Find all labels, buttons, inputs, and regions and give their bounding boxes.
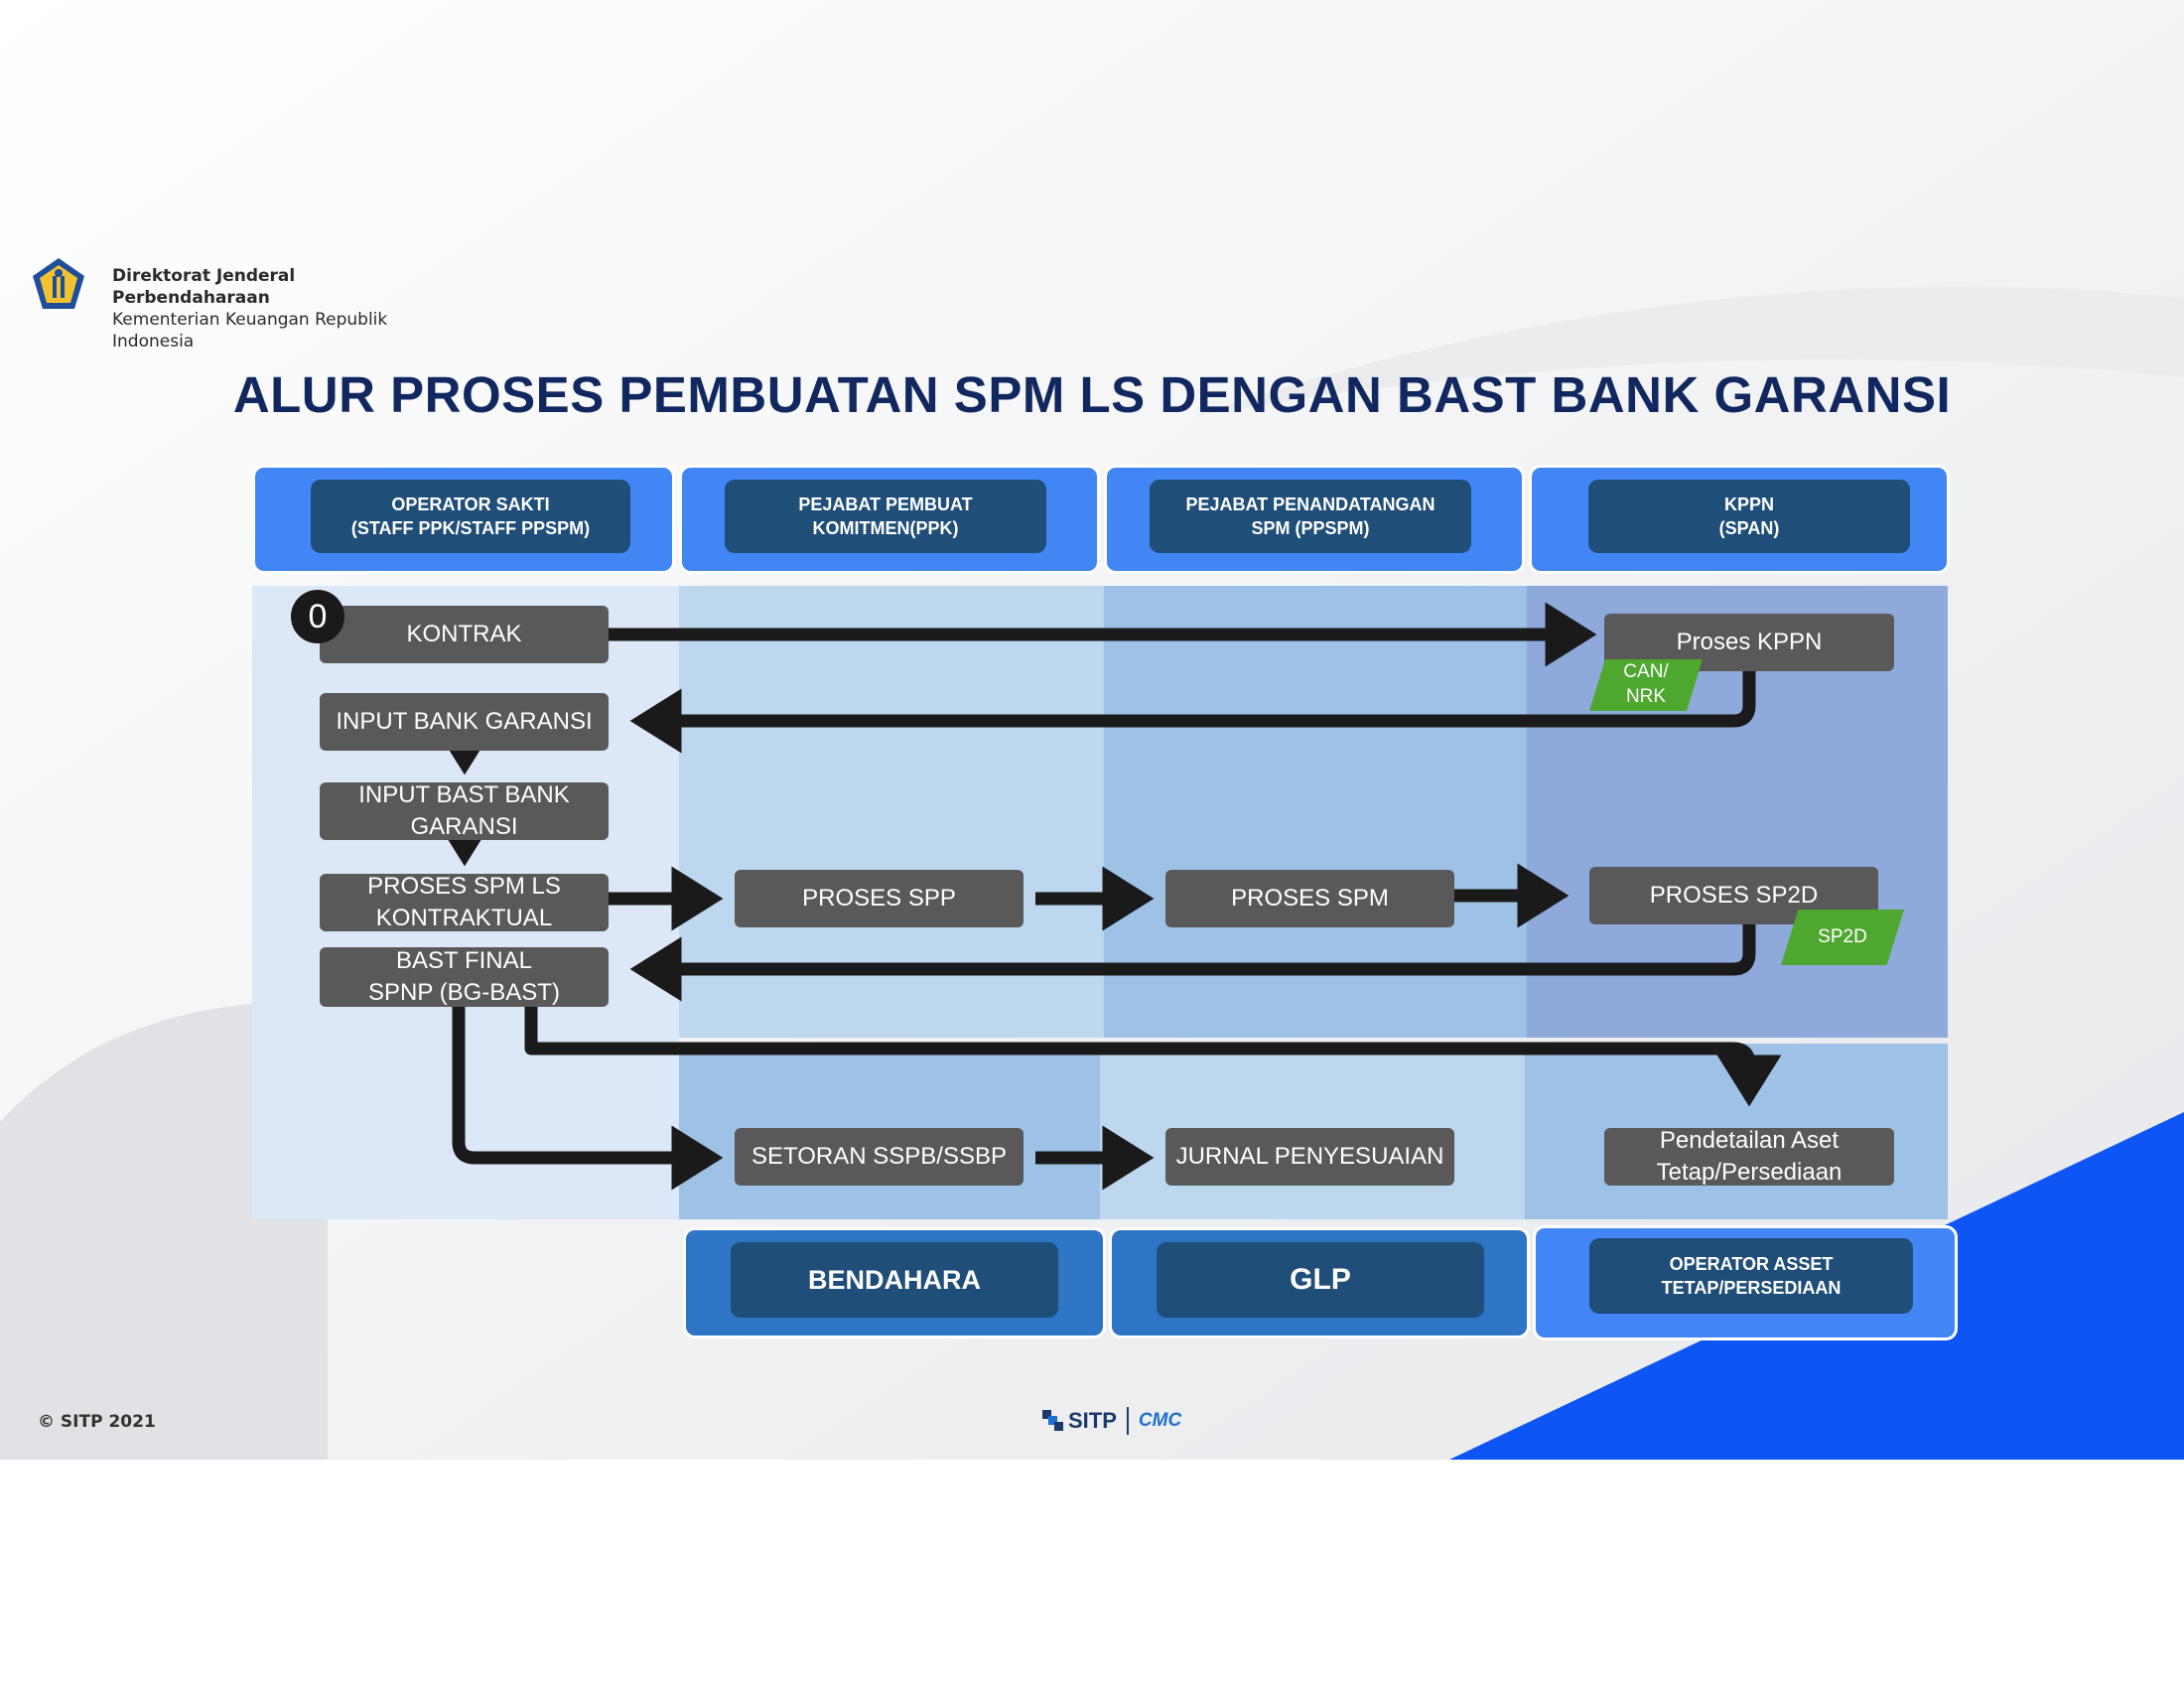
footer-logo: SITP CMC xyxy=(1042,1404,1181,1438)
lane-header-kppn: KPPN (SPAN) xyxy=(1529,465,1950,574)
org-name-line2: Perbendaharaan xyxy=(112,288,270,308)
lane-bg-ppspm xyxy=(1104,586,1527,1038)
logo-divider xyxy=(1126,1407,1129,1435)
lane-footer-label: OPERATOR ASSET TETAP/PERSEDIAAN xyxy=(1589,1238,1913,1314)
slide: Direktorat Jenderal Perbendaharaan Kemen… xyxy=(0,0,2184,1460)
tag-can-nrk: CAN/ NRK xyxy=(1589,659,1703,711)
node-setoran-sspb-ssbp: SETORAN SSPB/SSBP xyxy=(735,1128,1024,1186)
node-input-bank-garansi: INPUT BANK GARANSI xyxy=(320,693,609,751)
node-kontrak: KONTRAK xyxy=(320,606,609,663)
lane-footer-operator-asset: OPERATOR ASSET TETAP/PERSEDIAAN xyxy=(1533,1225,1958,1340)
lane-header-label: PEJABAT PENANDATANGAN SPM (PPSPM) xyxy=(1150,480,1471,553)
node-proses-spm: PROSES SPM xyxy=(1165,870,1454,927)
lane-header-label: OPERATOR SAKTI (STAFF PPK/STAFF PPSPM) xyxy=(311,480,630,553)
org-name-line4: Indonesia xyxy=(112,332,195,352)
sitp-logo-text: SITP xyxy=(1068,1408,1117,1433)
org-name-line3: Kementerian Keuangan Republik xyxy=(112,310,388,330)
node-proses-spm-ls: PROSES SPM LS KONTRAKTUAL xyxy=(320,873,609,931)
lane-header-ppspm: PEJABAT PENANDATANGAN SPM (PPSPM) xyxy=(1104,465,1525,574)
step-number-badge: 0 xyxy=(291,590,344,643)
lane-footer-label: BENDAHARA xyxy=(731,1242,1058,1318)
sitp-logo-icon xyxy=(1042,1410,1063,1431)
background-swoosh xyxy=(0,1002,328,1460)
lane-footer-glp: GLP xyxy=(1109,1227,1530,1338)
node-bast-final: BAST FINAL SPNP (BG-BAST) xyxy=(320,947,609,1007)
node-pendetailan-aset: Pendetailan Aset Tetap/Persediaan xyxy=(1604,1127,1894,1186)
tag-sp2d: SP2D xyxy=(1781,910,1904,965)
node-jurnal-penyesuaian: JURNAL PENYESUAIAN xyxy=(1165,1128,1454,1186)
lane-header-label: KPPN (SPAN) xyxy=(1588,480,1910,553)
kemenkeu-logo-icon xyxy=(33,258,84,309)
org-name-line1: Direktorat Jenderal xyxy=(112,266,296,286)
lane-header-label: PEJABAT PEMBUAT KOMITMEN(PPK) xyxy=(725,480,1046,553)
lane-footer-bendahara: BENDAHARA xyxy=(683,1227,1106,1338)
background-arc xyxy=(1191,286,2184,417)
lane-bg-ppk xyxy=(679,586,1104,1038)
node-proses-spp: PROSES SPP xyxy=(735,870,1024,927)
lane-header-operator-sakti: OPERATOR SAKTI (STAFF PPK/STAFF PPSPM) xyxy=(252,465,675,574)
cmc-logo-text: CMC xyxy=(1138,1410,1182,1431)
node-input-bast-bank-garansi: INPUT BAST BANK GARANSI xyxy=(320,781,609,840)
page-title: ALUR PROSES PEMBUATAN SPM LS DENGAN BAST… xyxy=(232,366,1952,423)
lane-header-ppk: PEJABAT PEMBUAT KOMITMEN(PPK) xyxy=(679,465,1100,574)
copyright-text: © SITP 2021 xyxy=(38,1412,156,1432)
lane-footer-label: GLP xyxy=(1157,1242,1484,1318)
